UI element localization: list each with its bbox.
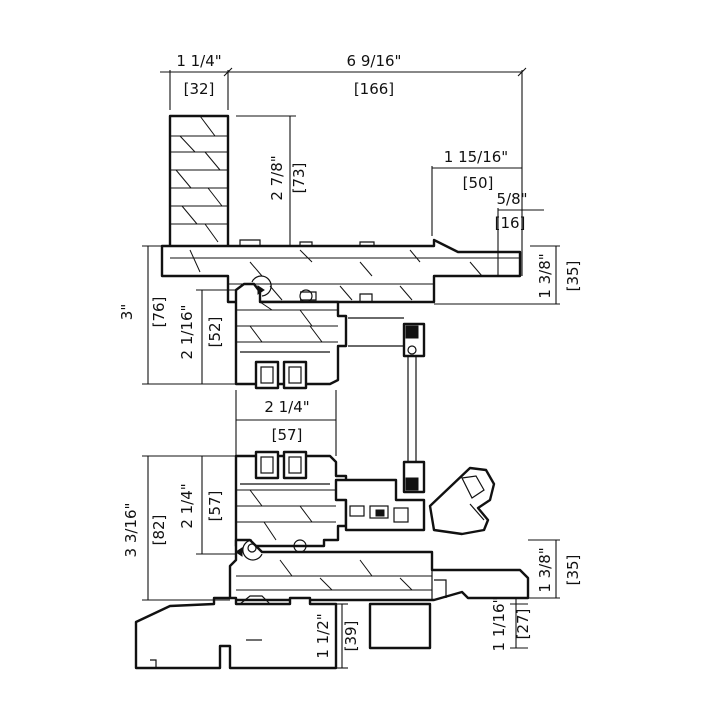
dim-head-jamb-height: 2 7/8" [268, 155, 286, 200]
dim-head-ext-depth: 1 15/16" [444, 148, 508, 166]
dim-sill-nose-mm: [27] [514, 609, 532, 640]
lower-sash-rail [234, 450, 496, 548]
dim-head-jamb-width-mm: [32] [184, 80, 215, 98]
dim-overall-depth: 6 9/16" [347, 52, 402, 70]
dim-sash-width-mm: [57] [272, 426, 303, 444]
dim-bottom-rail-overall-mm: [82] [150, 515, 168, 546]
dim-head-ext-depth-mm: [50] [463, 174, 494, 192]
sub-sill [134, 595, 432, 670]
dim-sill-nose: 1 1/16" [490, 597, 508, 652]
dim-top-rail: 2 1/16" [178, 305, 196, 360]
dim-head-lip-mm: [16] [495, 214, 526, 232]
dim-sill-cladding-height-mm: [35] [564, 555, 582, 586]
dim-top-rail-overall: 3" [118, 304, 136, 320]
dim-sill-height-mm: [39] [342, 621, 360, 652]
head-jamb [168, 114, 230, 250]
dimension-lines [142, 67, 560, 669]
dim-sill-height: 1 1/2" [314, 613, 332, 658]
dim-head-lip: 5/8" [496, 190, 527, 208]
dim-bottom-rail: 2 1/4" [178, 483, 196, 528]
upper-sash-rail [234, 275, 348, 390]
head-frame [160, 238, 522, 304]
dim-head-jamb-width: 1 1/4" [176, 52, 221, 70]
sill-frame [228, 538, 530, 602]
dim-top-rail-mm: [52] [206, 317, 224, 348]
dim-overall-depth-mm: [166] [354, 80, 394, 98]
dim-bottom-rail-overall: 3 3/16" [122, 503, 140, 558]
dim-sash-width: 2 1/4" [264, 398, 309, 416]
dim-head-cladding-height: 1 3/8" [536, 253, 554, 298]
dim-head-cladding-height-mm: [35] [564, 261, 582, 292]
dimension-labels: 1 1/4" [32] 6 9/16" [166] 2 7/8" [73] 1 … [118, 52, 582, 659]
dim-head-jamb-height-mm: [73] [290, 163, 308, 194]
glass-pane [407, 356, 417, 462]
dim-bottom-rail-mm: [57] [206, 491, 224, 522]
upper-glazing-stop [348, 317, 426, 358]
dim-sill-cladding-height: 1 3/8" [536, 547, 554, 592]
dim-top-rail-overall-mm: [76] [150, 297, 168, 328]
